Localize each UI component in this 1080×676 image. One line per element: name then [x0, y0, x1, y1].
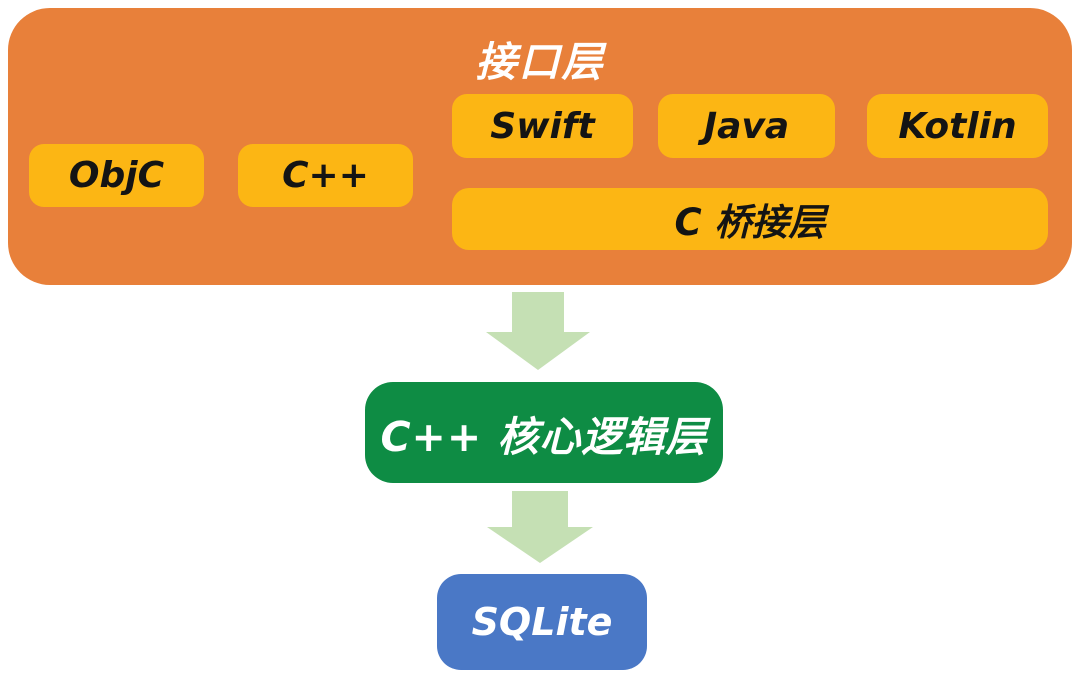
- box-objc-label: ObjC: [68, 155, 165, 196]
- box-objc: ObjC: [29, 144, 204, 207]
- box-java: Java: [658, 94, 835, 158]
- down-arrow-icon: [487, 491, 593, 563]
- core-logic-layer-label: C++ 核心逻辑层: [380, 412, 708, 461]
- box-swift: Swift: [452, 94, 633, 158]
- box-kotlin-label: Kotlin: [898, 105, 1017, 147]
- box-cpp: C++: [238, 144, 413, 207]
- core-logic-layer-box: C++ 核心逻辑层: [365, 382, 723, 483]
- box-swift-label: Swift: [490, 105, 595, 147]
- down-arrow-icon: [486, 292, 590, 370]
- interface-layer-container: 接口层 ObjC C++ Swift Java Kotlin C 桥接层: [8, 8, 1072, 285]
- box-java-label: Java: [703, 105, 790, 147]
- sqlite-box: SQLite: [437, 574, 647, 670]
- box-c-bridge-layer-label: C 桥接层: [674, 201, 826, 244]
- box-kotlin: Kotlin: [867, 94, 1048, 158]
- box-cpp-label: C++: [282, 155, 369, 196]
- interface-layer-title: 接口层: [475, 38, 605, 86]
- box-c-bridge-layer: C 桥接层: [452, 188, 1048, 250]
- sqlite-label: SQLite: [471, 600, 613, 644]
